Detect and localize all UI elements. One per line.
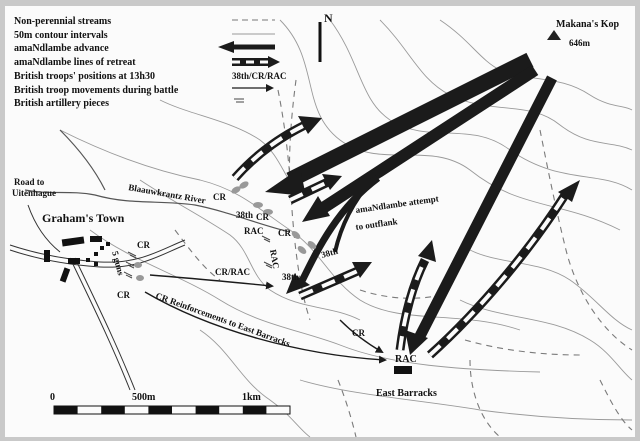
unit-rac-1: RAC (244, 226, 264, 236)
unit-cr-1: CR (213, 192, 226, 202)
legend-movements: British troop movements during battle (14, 85, 179, 96)
peak-name: Makana's Kop (556, 19, 620, 30)
unit-38th-3: 38th (282, 272, 299, 282)
legend-positions: British troops' positions at 13h30 (14, 71, 155, 82)
east-barracks-building (394, 366, 412, 374)
british-positions (134, 181, 317, 281)
outflank-label-1: amaNdlambe attempt (355, 193, 439, 215)
unit-38th-2: 38th (320, 246, 339, 260)
outflank-arrow-inner (333, 178, 374, 253)
unit-38th-1: 38th (236, 210, 253, 220)
amandlambe-advance-arrows (265, 52, 557, 355)
legend-contours: 50m contour intervals (14, 30, 108, 41)
scale-label-500m: 500m (132, 392, 156, 403)
move-cr-rac (149, 274, 274, 290)
reinforcements-label: CR Reinforcements to East Barracks (154, 290, 292, 348)
road-label-2: Uitenhague (12, 188, 56, 198)
legend-symbols (218, 19, 280, 103)
advance-arrow-2 (316, 64, 539, 216)
east-barracks-label: East Barracks (376, 388, 437, 399)
unit-rac-2: RAC (268, 249, 281, 270)
roads (9, 204, 186, 391)
artillery-pieces (123, 235, 273, 279)
unit-cr-5: CR (117, 290, 130, 300)
legend-position-code: 38th/CR/RAC (232, 71, 287, 81)
unit-rac-barracks: RAC (395, 354, 417, 365)
british-movements (144, 274, 387, 364)
retreat-arrows (231, 116, 580, 359)
legend-advance: amaNdlambe advance (14, 43, 109, 54)
peak-elevation: 646m (569, 38, 591, 48)
legend-artillery: British artillery pieces (14, 98, 109, 109)
scale-bar (53, 405, 291, 415)
road-label-1: Road to (14, 177, 45, 187)
unit-cr-4: CR (137, 240, 150, 250)
unit-cr-3: CR (278, 228, 291, 238)
advance-arrow-1 (286, 52, 534, 188)
peak-icon (547, 30, 561, 40)
grahams-town-label: Graham's Town (42, 211, 125, 225)
blaauwkrantz-river (24, 129, 291, 233)
unit-cr-rac: CR/RAC (215, 267, 250, 277)
unit-cr-2: CR (256, 212, 269, 222)
contour-lines (59, 19, 633, 438)
north-label: N (324, 11, 333, 25)
streams (174, 79, 633, 438)
move-reinforcements (144, 291, 387, 364)
scale-label-1km: 1km (242, 392, 262, 403)
scale-label-0: 0 (50, 392, 55, 403)
legend-retreat: amaNdlambe lines of retreat (14, 57, 136, 68)
unit-cr-6: CR (352, 328, 365, 338)
guns-label: 5 guns (110, 250, 126, 277)
makanas-kop (547, 30, 561, 40)
move-cr-east (339, 319, 384, 354)
grahams-town-buildings (44, 236, 110, 283)
outflank-label-2: to outflank (355, 216, 398, 232)
advance-arrow-3 (413, 75, 557, 343)
legend-streams: Non-perennial streams (14, 16, 111, 27)
